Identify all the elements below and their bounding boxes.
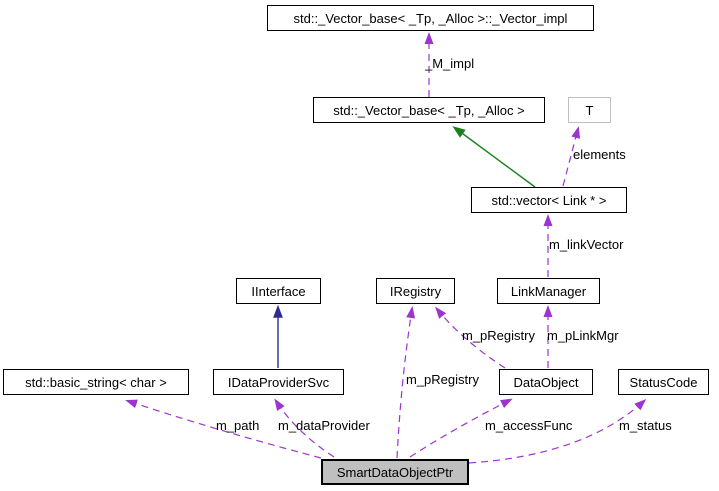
arrow-m-pregistry-dataobject xyxy=(435,306,506,369)
edge-label-m-linkvector: m_linkVector xyxy=(549,237,624,252)
arrow-m-path xyxy=(125,399,322,459)
arrow-m-pregistry-smart xyxy=(396,306,416,459)
node-vector-base: std::_Vector_base< _Tp, _Alloc > xyxy=(313,97,545,123)
arrow-m-status xyxy=(468,398,647,464)
node-std-vector-link[interactable]: std::vector< Link * > xyxy=(471,187,627,213)
edge-label-m-status: m_status xyxy=(619,418,672,433)
node-smartdataobjectptr[interactable]: SmartDataObjectPtr xyxy=(321,459,469,485)
edge-label-m-path: m_path xyxy=(216,418,260,433)
node-template-t: T xyxy=(568,97,611,123)
edge-label-m-pregistry-lower: m_pRegistry xyxy=(406,372,479,387)
node-statuscode[interactable]: StatusCode xyxy=(618,369,709,395)
arrow-elements xyxy=(562,126,581,187)
edge-label-m-dataprovider: m_dataProvider xyxy=(278,418,370,433)
arrow-private-inheritance-vector xyxy=(452,126,536,188)
node-iinterface[interactable]: IInterface xyxy=(236,278,321,304)
node-linkmanager[interactable]: LinkManager xyxy=(497,278,600,304)
edge-label-m-accessfunc: m_accessFunc xyxy=(485,418,573,433)
edge-label-m-pregistry-upper: m_pRegistry xyxy=(462,328,535,343)
node-iregistry[interactable]: IRegistry xyxy=(376,278,455,304)
edge-label-elements: elements xyxy=(573,147,626,162)
node-vector-impl: std::_Vector_base< _Tp, _Alloc >::_Vecto… xyxy=(267,5,594,31)
arrow-m-accessfunc xyxy=(409,398,513,458)
node-basic-string: std::basic_string< char > xyxy=(3,369,189,395)
arrow-m-dataprovider xyxy=(274,398,335,458)
edge-label-m-plinkmgr: m_pLinkMgr xyxy=(547,328,619,343)
node-dataobject[interactable]: DataObject xyxy=(499,369,593,395)
node-idataprovidersvc[interactable]: IDataProviderSvc xyxy=(213,369,344,395)
edge-label-m-impl: _M_impl xyxy=(425,56,475,71)
